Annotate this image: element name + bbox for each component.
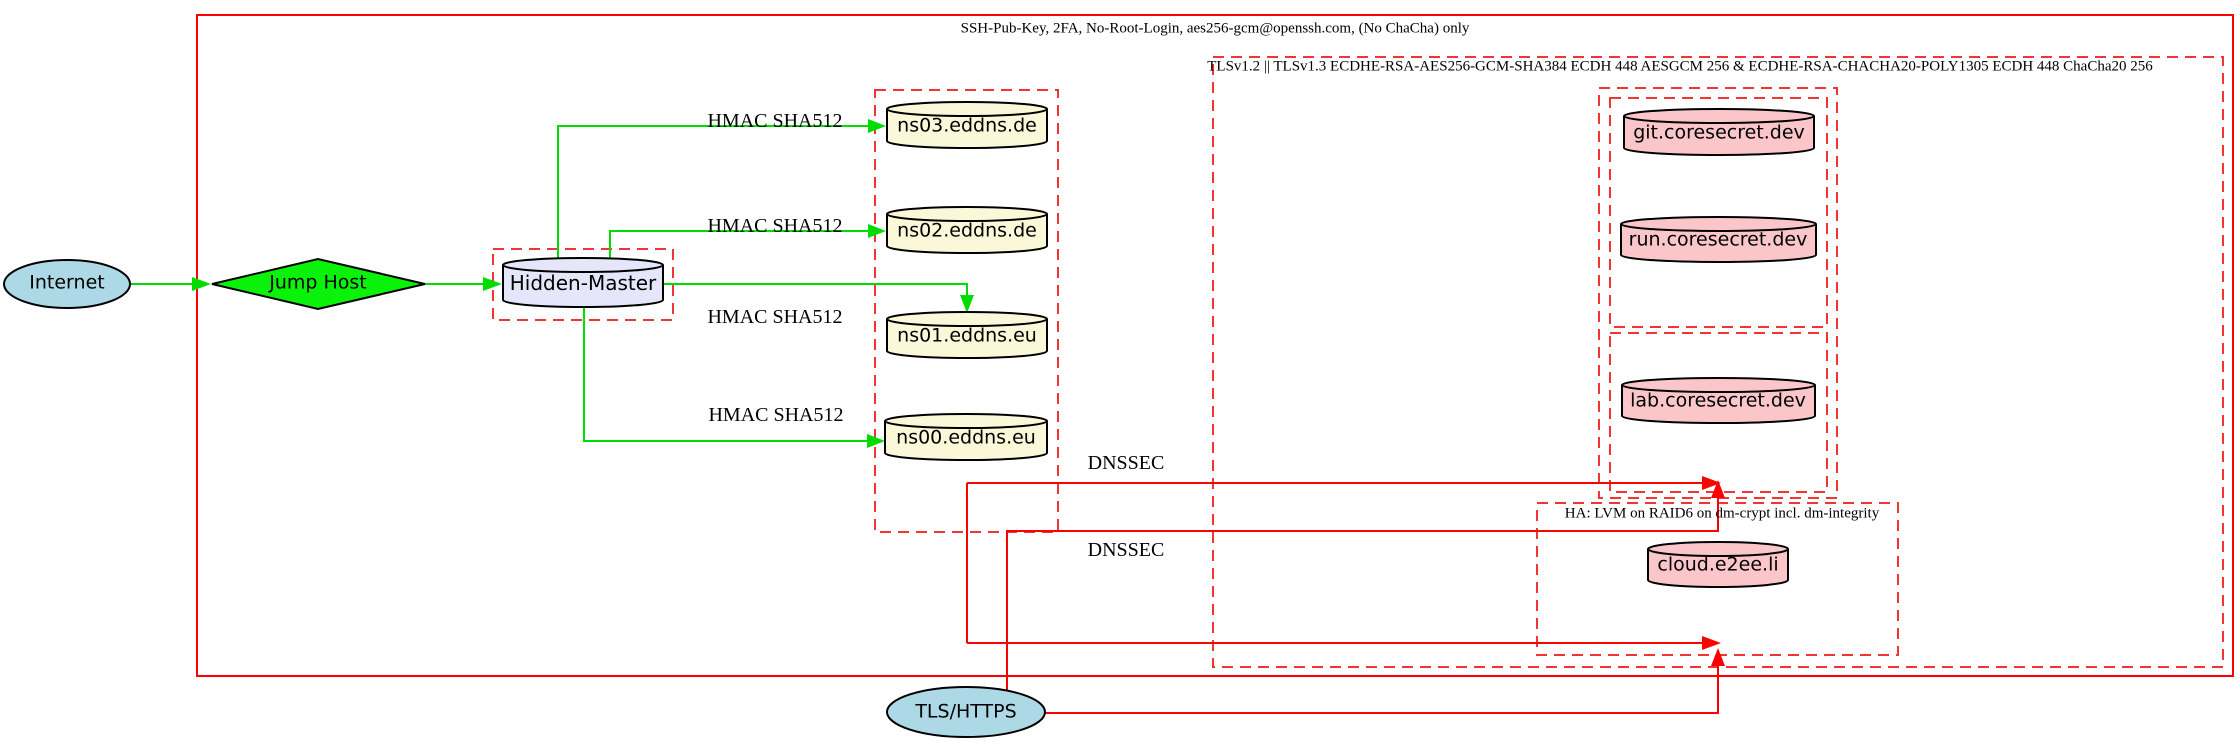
hidden-master-cylinder xyxy=(502,257,664,308)
git-cylinder xyxy=(1623,108,1815,156)
arrowhead-right-lower xyxy=(1702,636,1721,650)
arrowhead-to-ns00 xyxy=(867,434,885,448)
hmac-label-ns02: HMAC SHA512 xyxy=(707,215,843,237)
dnssec-label-top: DNSSEC xyxy=(1087,452,1165,474)
jump-host-node-shape xyxy=(211,257,426,311)
hmac-label-ns03: HMAC SHA512 xyxy=(707,110,843,132)
arrowhead-to-ns01 xyxy=(960,295,974,313)
arrowhead-right-upper xyxy=(1702,476,1721,490)
edge-tlshttps-to-ha-cluster xyxy=(1045,666,1719,714)
hidden-master-cluster-box xyxy=(492,248,674,321)
edge-hiddenmaster-to-ns02 xyxy=(609,230,869,260)
edge-hiddenmaster-to-ns01 xyxy=(663,283,968,296)
ns01-cylinder xyxy=(886,311,1048,359)
edge-hiddenmaster-to-ns03 xyxy=(557,125,869,260)
cloud-cylinder xyxy=(1647,541,1789,588)
internet-node-label: Internet xyxy=(29,271,105,294)
hidden-master-node-label: Hidden-Master xyxy=(509,271,657,295)
ha-cluster-label: HA: LVM on RAID6 on dm-crypt incl. dm-in… xyxy=(1564,505,1880,522)
ssh-cluster-label: SSH-Pub-Key, 2FA, No-Root-Login, aes256-… xyxy=(960,20,1470,37)
ns00-node-label: ns00.eddns.eu xyxy=(896,426,1036,449)
tls-cluster-label: TLSv1.2 || TLSv1.3 ECDHE-RSA-AES256-GCM-… xyxy=(1207,58,2153,75)
dnssec-label-bottom: DNSSEC xyxy=(1087,539,1165,561)
tls-https-node-shape xyxy=(886,686,1046,738)
git-node-label: git.coresecret.dev xyxy=(1633,121,1805,144)
run-cylinder xyxy=(1620,216,1817,263)
hmac-label-ns01: HMAC SHA512 xyxy=(707,306,843,328)
ns02-node-label: ns02.eddns.de xyxy=(897,219,1037,242)
ns01-node-label: ns01.eddns.eu xyxy=(897,324,1037,347)
ns00-cylinder xyxy=(884,413,1048,461)
run-node-label: run.coresecret.dev xyxy=(1628,228,1808,251)
lab-node-label: lab.coresecret.dev xyxy=(1630,389,1806,412)
ns02-cylinder xyxy=(886,206,1048,254)
lab-cylinder xyxy=(1621,377,1816,424)
ssh-cluster-box xyxy=(196,14,2234,677)
jump-host-node-label: Jump Host xyxy=(269,271,367,294)
internet-node-shape xyxy=(3,259,131,309)
dns-cluster-box xyxy=(874,89,1059,533)
git-run-cluster-box xyxy=(1609,97,1828,328)
tls-https-node-label: TLS/HTTPS xyxy=(915,700,1017,723)
edge-hiddenmaster-to-ns00 xyxy=(583,307,867,442)
cloud-node-label: cloud.e2ee.li xyxy=(1657,553,1779,576)
ns03-node-label: ns03.eddns.de xyxy=(897,114,1037,137)
arrowhead-up-into-ha-cluster xyxy=(1711,648,1725,666)
hmac-label-ns00: HMAC SHA512 xyxy=(708,404,844,426)
arrowhead-to-ns02 xyxy=(868,224,886,238)
edge-tlshttps-to-lab-cluster xyxy=(1006,498,1719,691)
lab-cluster-box xyxy=(1609,332,1828,493)
arrowhead-up-into-lab-cluster xyxy=(1711,480,1725,498)
arrowhead-to-jumphost xyxy=(192,277,211,291)
arrowhead-to-hiddenmaster xyxy=(483,277,502,291)
ns03-cylinder xyxy=(886,101,1048,149)
arrowhead-to-ns03 xyxy=(868,119,886,133)
